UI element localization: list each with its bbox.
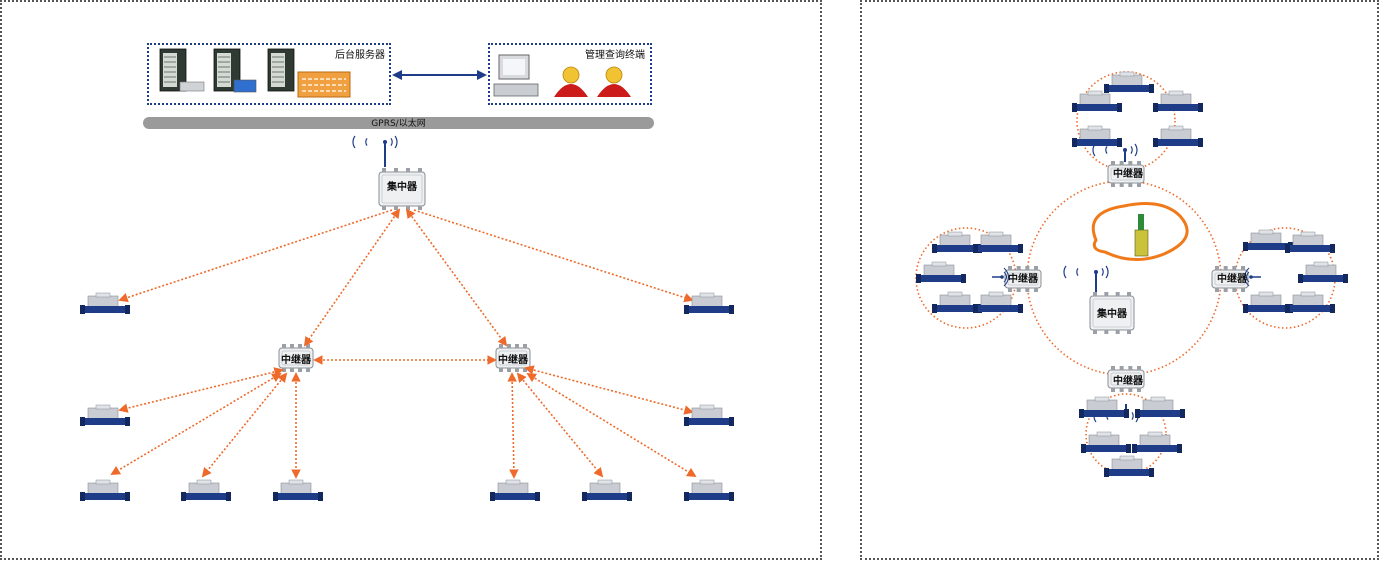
water-meter-icon bbox=[1104, 71, 1154, 93]
link-line bbox=[405, 208, 508, 347]
link-line bbox=[526, 372, 697, 478]
water-meter-icon bbox=[1135, 396, 1185, 418]
server-icon bbox=[159, 48, 187, 92]
server-group bbox=[147, 43, 391, 105]
water-meter-icon bbox=[80, 479, 130, 501]
repeater-label-top: 中继器 bbox=[1113, 169, 1143, 180]
water-meter-icon bbox=[1153, 125, 1203, 147]
antenna-icon bbox=[1063, 265, 1109, 292]
concentrator-label: 集中器 bbox=[387, 182, 417, 193]
water-meter-icon bbox=[1081, 431, 1131, 453]
link-line bbox=[118, 367, 284, 413]
water-meter-icon bbox=[916, 261, 966, 283]
terminal-group-label: 管理查询终端 bbox=[585, 50, 645, 61]
repeater-label-left: 中继器 bbox=[281, 355, 311, 366]
server-icon bbox=[267, 48, 295, 92]
topology-canvas bbox=[80, 48, 734, 501]
link-line bbox=[303, 208, 401, 347]
link-line bbox=[118, 209, 393, 303]
concentrator-icon bbox=[378, 168, 426, 210]
repeater-icon bbox=[1107, 366, 1145, 392]
concentrator-icon bbox=[1089, 292, 1135, 334]
network-topology-panel: 后台服务器 管理查询终端 GPRS/以太网 集中器 中继器 中继器 bbox=[0, 0, 822, 560]
signal-icon bbox=[1244, 267, 1261, 287]
repeater-label-east: 中继器 bbox=[1217, 274, 1247, 285]
repeater-icon bbox=[1107, 161, 1145, 187]
water-meter-icon bbox=[1243, 229, 1293, 251]
module-icon bbox=[1134, 214, 1149, 257]
water-meter-icon bbox=[1153, 90, 1203, 112]
network-bar: GPRS/以太网 bbox=[143, 117, 654, 129]
water-meter-icon bbox=[1072, 90, 1122, 112]
keyboard-icon bbox=[179, 81, 205, 92]
water-meter-icon bbox=[1104, 455, 1154, 477]
computer-icon bbox=[493, 54, 539, 97]
mesh-topology-panel: 集中器 中继器 中继器 中继器 中继器 bbox=[860, 0, 1379, 560]
user-icon bbox=[554, 66, 588, 97]
water-meter-icon bbox=[932, 231, 982, 253]
signal-icon bbox=[992, 267, 1009, 287]
water-meter-icon bbox=[80, 404, 130, 426]
water-meter-icon bbox=[684, 404, 734, 426]
water-meter-icon bbox=[1285, 291, 1335, 313]
storage-icon bbox=[297, 71, 351, 98]
user-icon bbox=[597, 66, 631, 97]
link-line bbox=[413, 209, 694, 303]
concentrator-label-right: 集中器 bbox=[1097, 309, 1127, 320]
laptop-icon bbox=[233, 79, 257, 93]
repeater-label-west: 中继器 bbox=[1008, 274, 1038, 285]
repeater-label-right: 中继器 bbox=[498, 355, 528, 366]
water-meter-icon bbox=[490, 479, 540, 501]
repeater-icon bbox=[1004, 266, 1042, 292]
link-line bbox=[516, 372, 604, 478]
water-meter-icon bbox=[684, 292, 734, 314]
water-meter-icon bbox=[932, 291, 982, 313]
water-meter-icon bbox=[1079, 396, 1129, 418]
ring-bottom bbox=[1085, 393, 1167, 475]
link-line bbox=[507, 372, 519, 479]
water-meter-icon bbox=[684, 479, 734, 501]
antenna-icon bbox=[1092, 143, 1138, 162]
repeater-icon bbox=[278, 344, 314, 372]
water-meter-icon bbox=[1072, 125, 1122, 147]
water-meter-icon bbox=[181, 479, 231, 501]
water-meter-icon bbox=[1243, 291, 1293, 313]
water-meter-icon bbox=[973, 231, 1023, 253]
water-meter-icon bbox=[273, 479, 323, 501]
server-group-label: 后台服务器 bbox=[335, 50, 385, 61]
link-line bbox=[110, 373, 282, 475]
water-meter-icon bbox=[80, 292, 130, 314]
water-meter-icon bbox=[1132, 431, 1182, 453]
water-meter-icon bbox=[973, 291, 1023, 313]
mesh-canvas bbox=[915, 71, 1348, 477]
water-meter-icon bbox=[1285, 231, 1335, 253]
network-label: GPRS/以太网 bbox=[371, 119, 426, 129]
link-line bbox=[524, 365, 694, 415]
water-meter-icon bbox=[582, 479, 632, 501]
antenna-icon bbox=[352, 135, 398, 167]
repeater-icon bbox=[1211, 266, 1249, 292]
link-line bbox=[201, 372, 288, 478]
terminal-group bbox=[488, 43, 652, 105]
repeater-label-bottom: 中继器 bbox=[1113, 376, 1143, 387]
water-meter-icon bbox=[1298, 261, 1348, 283]
